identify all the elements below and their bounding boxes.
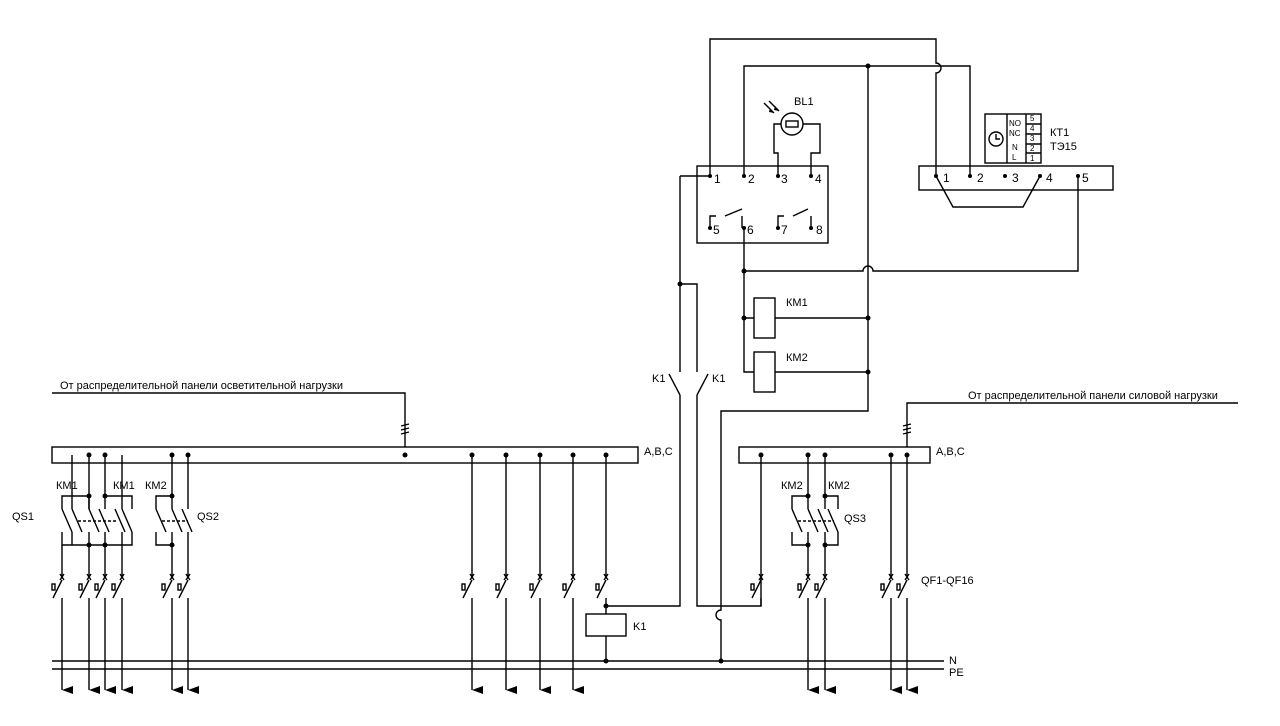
left-bus-label: A,B,C [644, 446, 673, 458]
k1-contact-label-b: K1 [712, 373, 725, 385]
qs3-label: QS3 [844, 513, 866, 525]
breaker [177, 545, 199, 694]
kt-label-n: N [1012, 143, 1018, 152]
breaker [495, 573, 517, 694]
right-bus-feeders: QF1-QF16 [758, 452, 974, 587]
breaker [461, 573, 483, 694]
kt-num-2: 2 [1030, 144, 1035, 153]
pr-pin-8: 8 [816, 223, 823, 237]
km2-label-right-b: КМ2 [828, 480, 850, 492]
breaker [595, 573, 609, 606]
kt-pin-2: 2 [977, 171, 984, 185]
breaker [94, 545, 116, 694]
pr-pin-2: 2 [748, 172, 755, 186]
km1-coil: КМ1 [753, 297, 808, 339]
k1-contacts: K1 K1 [652, 68, 869, 664]
lighting-feed-label: От распределительной панели осветительно… [60, 380, 343, 392]
km1-label-a: КМ1 [56, 480, 78, 492]
km2-coil-label: КМ2 [786, 352, 808, 364]
lighting-feed: От распределительной панели осветительно… [52, 380, 410, 447]
km1-label-b: КМ1 [113, 480, 135, 492]
kt-num-4: 4 [1030, 124, 1035, 133]
breaker [78, 545, 100, 694]
kt-pin-5: 5 [1082, 171, 1089, 185]
k1-contact-label-a: K1 [652, 373, 665, 385]
power-feed-label: От распределительной панели силовой нагр… [968, 390, 1218, 402]
circuit-breakers [51, 545, 918, 694]
left-busbar: A,B,C [51, 446, 673, 464]
pr-pin-7: 7 [781, 223, 788, 237]
pr-pin-6: 6 [747, 223, 754, 237]
breaker [896, 573, 918, 694]
photo-relay-block: 1 2 3 4 5 6 7 8 BL1 [680, 96, 829, 244]
breaker [814, 545, 836, 694]
breaker [797, 545, 819, 694]
km2-label-left: КМ2 [145, 480, 167, 492]
pe-bus: PE [52, 667, 964, 679]
breaker [562, 573, 584, 694]
km2-qs2-group: КМ2 QS2 [145, 452, 219, 548]
kt-label-l: L [1012, 153, 1017, 162]
power-feed: От распределительной панели силовой нагр… [902, 390, 1238, 447]
km1-coil-label: КМ1 [786, 297, 808, 309]
pr-pin-1: 1 [714, 172, 721, 186]
kt-pin-1: 1 [943, 171, 950, 185]
kt1-label: КТ1 [1050, 127, 1069, 139]
control-wiring [709, 38, 1079, 375]
km2-label-right-a: КМ2 [781, 480, 803, 492]
kt-num-3: 3 [1030, 134, 1035, 143]
left-bus-feeders [469, 452, 609, 577]
right-bus-label: A,B,C [936, 446, 965, 458]
k1-coil: K1 [585, 395, 681, 664]
kt1-type-label: ТЭ15 [1050, 141, 1077, 153]
km2-coil: КМ2 [753, 351, 808, 393]
breaker [111, 545, 133, 694]
pr-pin-3: 3 [781, 172, 788, 186]
qf-range-label: QF1-QF16 [921, 575, 974, 587]
pr-pin-5: 5 [713, 223, 720, 237]
kt-num-5: 5 [1030, 114, 1035, 123]
kt-pin-4: 4 [1046, 171, 1053, 185]
n-label: N [949, 655, 957, 667]
k1-coil-label: K1 [633, 621, 646, 633]
qs2-label: QS2 [197, 511, 219, 523]
km2-qs3-group: КМ2 КМ2 QS3 [781, 452, 866, 548]
kt-label-no: NO [1009, 119, 1021, 128]
timer-kt1: 1 2 3 4 5 NO NC N L 5 4 3 2 1 КТ1 ТЭ15 [918, 113, 1114, 208]
qs1-label: QS1 [12, 511, 34, 523]
breaker [529, 573, 551, 694]
kt-label-nc: NC [1009, 129, 1021, 138]
kt-num-1: 1 [1030, 154, 1035, 163]
neutral-bus: N [52, 655, 957, 667]
breaker [880, 573, 902, 694]
bl1-label: BL1 [794, 96, 814, 108]
kt-pin-3: 3 [1012, 171, 1019, 185]
pr-pin-4: 4 [815, 172, 822, 186]
breaker [51, 545, 73, 694]
pe-label: PE [949, 667, 964, 679]
right-busbar: A,B,C [738, 446, 965, 464]
breaker [161, 545, 183, 694]
km1-qs1-group: КМ1 КМ1 QS1 [12, 452, 135, 548]
